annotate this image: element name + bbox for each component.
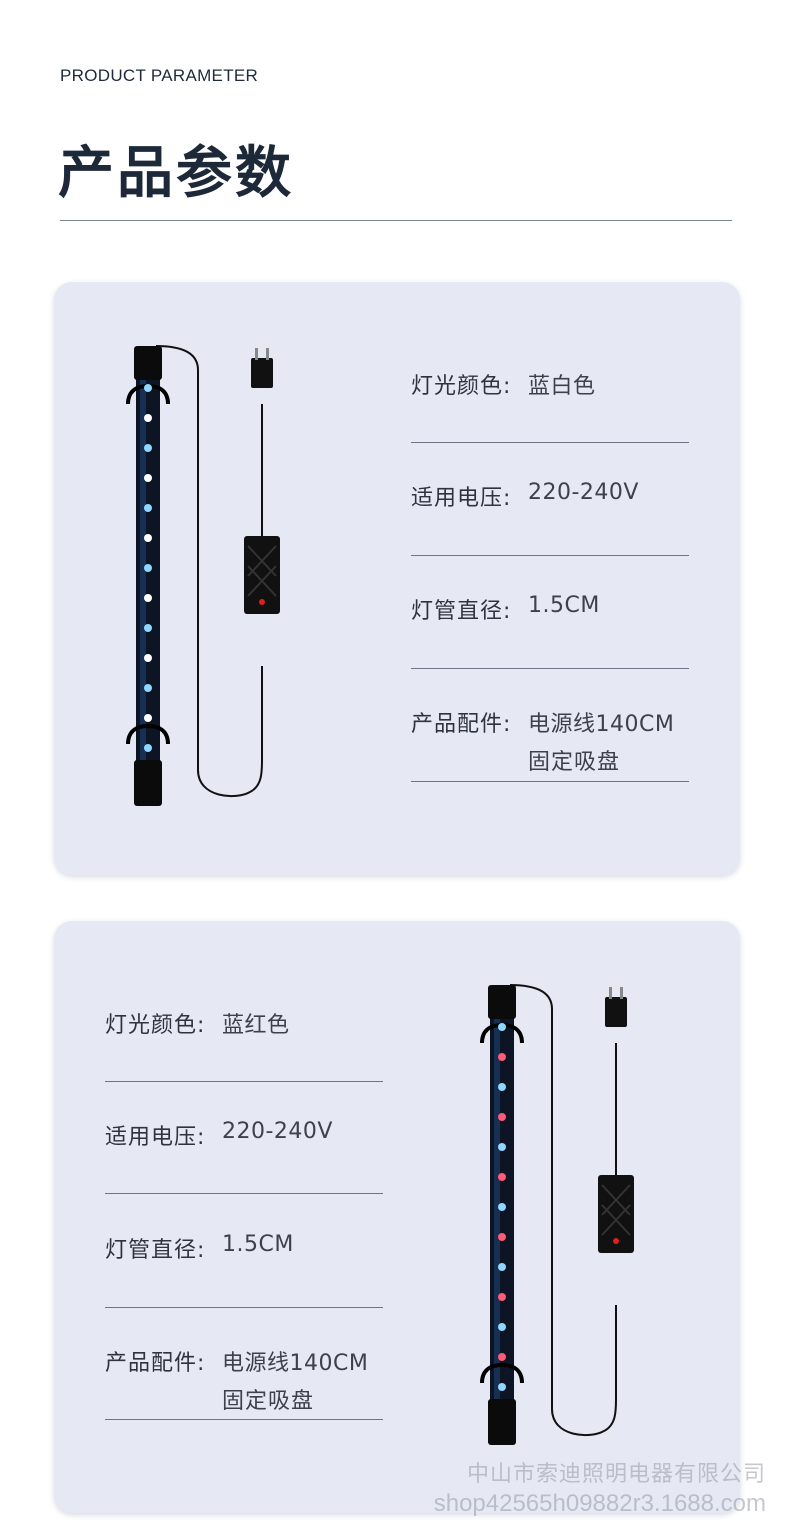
watermark-shop-url: shop42565h09882r3.1688.com: [433, 1490, 766, 1517]
led-bead: [144, 684, 152, 692]
spec-label: 产品配件:: [411, 712, 512, 737]
spec-label: 灯光颜色:: [411, 374, 512, 399]
product-card-blue-white: 灯光颜色: 蓝白色 适用电压: 220-240V 灯管直径: 1.5CM 产品配…: [54, 282, 740, 875]
led-bead: [144, 504, 152, 512]
led-bead: [144, 384, 152, 392]
spec-label: 灯管直径:: [105, 1238, 206, 1263]
led-bead: [498, 1203, 506, 1211]
spec-divider: [411, 781, 689, 782]
led-bead: [144, 474, 152, 482]
spec-value: 220-240V: [528, 480, 639, 505]
led-bead: [144, 564, 152, 572]
led-bead: [498, 1023, 506, 1031]
spec-divider: [105, 1193, 383, 1194]
led-beads: [144, 384, 152, 752]
led-bead: [144, 624, 152, 632]
spec-divider: [105, 1419, 383, 1420]
led-bead: [498, 1383, 506, 1391]
led-bead: [144, 744, 152, 752]
product-card-blue-red: 灯光颜色: 蓝红色 适用电压: 220-240V 灯管直径: 1.5CM 产品配…: [54, 921, 740, 1513]
led-bead: [498, 1143, 506, 1151]
spec-divider: [105, 1081, 383, 1082]
spec-value: 蓝红色: [222, 1013, 290, 1038]
led-bead: [498, 1053, 506, 1061]
page-title: 产品参数: [58, 141, 294, 206]
spec-label: 适用电压:: [411, 486, 512, 511]
led-bead: [498, 1173, 506, 1181]
header-subtitle-en: PRODUCT PARAMETER: [60, 66, 259, 85]
spec-label: 灯管直径:: [411, 599, 512, 624]
led-bead: [144, 594, 152, 602]
watermark-company: 中山市索迪照明电器有限公司: [466, 1462, 766, 1487]
spec-value: 电源线140CM: [528, 712, 675, 737]
led-bead: [144, 534, 152, 542]
led-beads: [498, 1023, 506, 1391]
led-bead: [144, 414, 152, 422]
spec-value: 蓝白色: [528, 374, 596, 399]
spec-value: 220-240V: [222, 1119, 333, 1144]
led-bead: [144, 714, 152, 722]
spec-value-secondary: 固定吸盘: [528, 750, 621, 775]
led-bead: [144, 444, 152, 452]
led-bead: [144, 654, 152, 662]
spec-label: 产品配件:: [105, 1351, 206, 1376]
spec-divider: [411, 442, 689, 443]
led-bead: [498, 1323, 506, 1331]
led-bead: [498, 1113, 506, 1121]
spec-value: 1.5CM: [222, 1232, 294, 1257]
aquarium-light-tube-image: [126, 345, 280, 806]
led-tube: [480, 984, 634, 1445]
led-bead: [498, 1233, 506, 1241]
led-bead: [498, 1293, 506, 1301]
led-bead: [498, 1353, 506, 1361]
led-bead: [498, 1083, 506, 1091]
spec-value: 电源线140CM: [222, 1351, 369, 1376]
spec-divider: [411, 668, 689, 669]
header-divider: [60, 220, 732, 221]
spec-value-secondary: 固定吸盘: [222, 1389, 315, 1414]
led-bead: [498, 1263, 506, 1271]
aquarium-light-tube-image: [480, 984, 634, 1445]
spec-divider: [105, 1307, 383, 1308]
spec-divider: [411, 555, 689, 556]
spec-label: 适用电压:: [105, 1125, 206, 1150]
spec-label: 灯光颜色:: [105, 1013, 206, 1038]
spec-value: 1.5CM: [528, 593, 600, 618]
led-tube: [126, 345, 280, 806]
